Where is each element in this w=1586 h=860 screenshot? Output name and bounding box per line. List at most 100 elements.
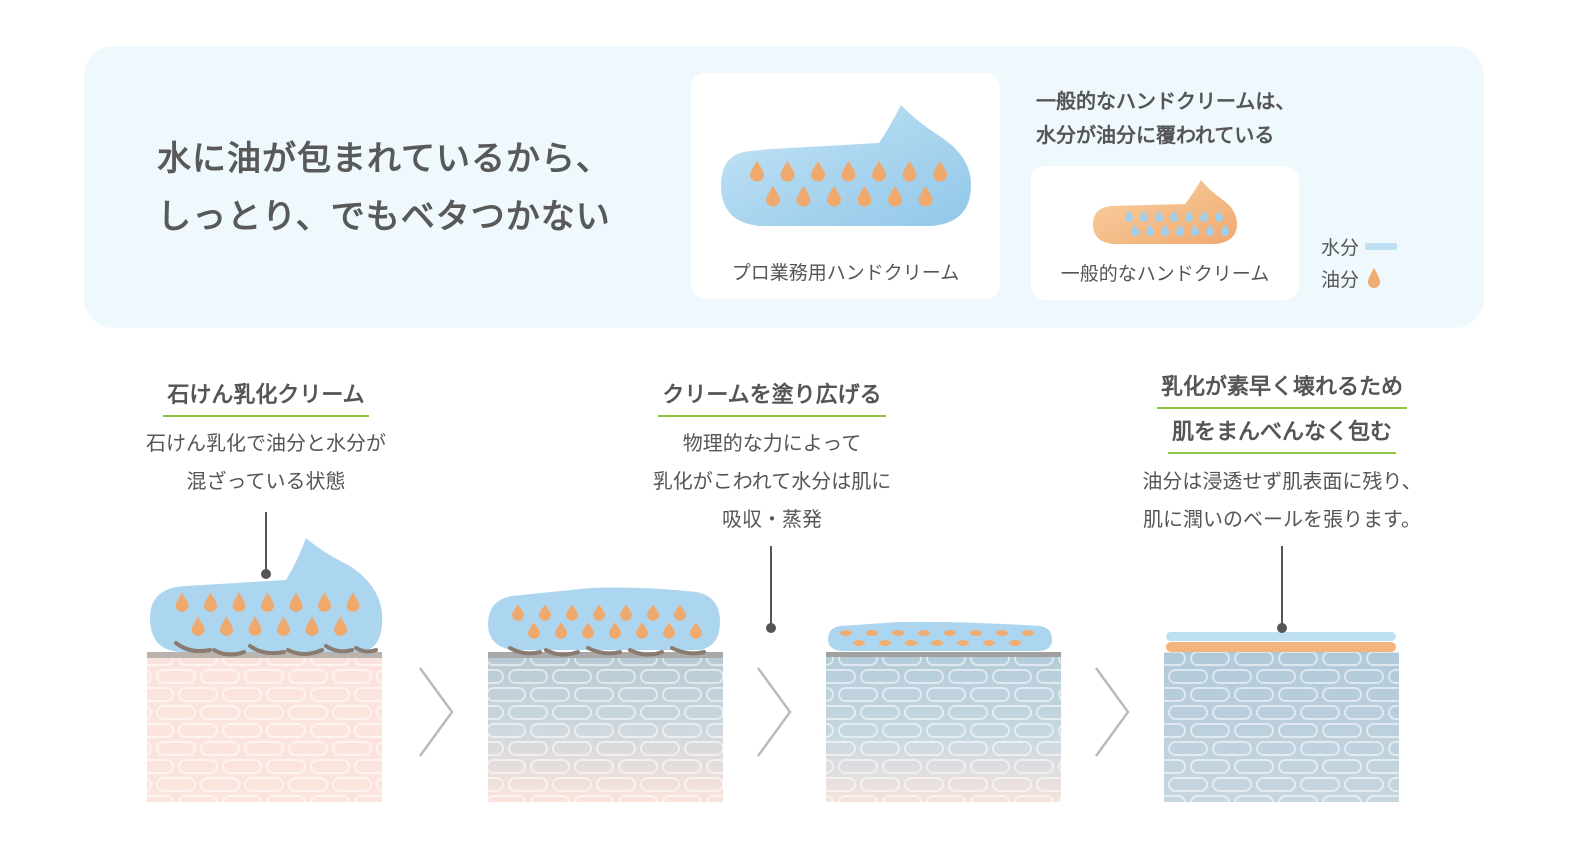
oil-drop — [970, 630, 982, 636]
water-drop — [1206, 224, 1214, 236]
general-cream-label: 一般的なハンドクリーム — [1060, 263, 1270, 285]
oil-drop — [334, 616, 347, 636]
oil-drop — [191, 616, 205, 636]
oil-drop — [528, 622, 540, 639]
general-note-line-1: 一般的なハンドクリームは、 — [1036, 89, 1296, 113]
oil-drop — [566, 604, 578, 621]
oil-drop — [918, 186, 933, 207]
oil-drop — [220, 616, 233, 636]
arrow-right-icon — [756, 667, 792, 757]
water-drop — [1200, 210, 1208, 222]
oil-drop — [318, 592, 331, 612]
oil-drop — [636, 622, 648, 639]
oil-drop — [647, 604, 659, 621]
oil-drop-icon — [1368, 268, 1381, 288]
water-swatch-icon — [1365, 242, 1398, 250]
step-2-title: クリームを塗り広げる — [622, 376, 922, 417]
oil-drop — [892, 630, 904, 636]
arrow-right-icon — [418, 667, 454, 757]
oil-drop — [555, 622, 567, 639]
soap-fibers — [174, 641, 378, 657]
step-1-illustration — [147, 512, 383, 802]
water-drop — [1191, 224, 1199, 236]
headline-line-1: 水に油が包まれているから、 — [157, 139, 611, 179]
oil-drop — [305, 616, 319, 636]
water-drop — [1185, 210, 1193, 222]
oil-drop — [204, 592, 217, 612]
oil-drop — [857, 186, 872, 207]
legend-water: 水分 — [1321, 230, 1398, 262]
water-drop — [1176, 224, 1184, 236]
step-4-illustration — [1164, 546, 1399, 802]
oil-drop — [674, 604, 686, 621]
arrow-right-icon — [1094, 667, 1130, 757]
oil-drop — [277, 616, 290, 636]
cream-blob-step-2 — [488, 587, 720, 650]
water-drop — [1170, 210, 1178, 222]
oil-drop — [766, 186, 780, 207]
legend-water-label: 水分 — [1321, 236, 1360, 259]
legend: 水分 油分 — [1321, 230, 1398, 294]
oil-drop — [1009, 640, 1021, 646]
oil-drop — [866, 630, 878, 636]
water-drop — [1125, 210, 1133, 222]
oil-drop — [289, 592, 303, 612]
oil-drop — [872, 161, 886, 182]
water-drops — [1125, 210, 1229, 236]
oil-drop — [690, 622, 702, 639]
step-2-illustration — [488, 546, 776, 802]
oil-drop — [663, 622, 675, 639]
oil-drop — [957, 640, 969, 646]
step-3-desc: 油分は浸透せず肌表面に残り、 肌に潤いのベールを張ります。 — [1142, 469, 1422, 531]
oil-drop — [902, 161, 917, 182]
general-note-line-2: 水分が油分に覆われている — [1036, 123, 1275, 147]
water-drop — [1155, 210, 1163, 222]
general-cream-illustration — [1093, 180, 1237, 244]
oil-drop — [512, 604, 524, 621]
oil-drop — [248, 616, 262, 636]
oil-drop — [620, 604, 632, 621]
oil-drop — [539, 604, 551, 621]
water-veil-layer — [1166, 632, 1396, 641]
oil-drop — [175, 592, 189, 612]
oil-drop — [888, 186, 902, 207]
oil-drop — [593, 604, 605, 621]
step-3-illustration — [826, 621, 1061, 802]
oil-drop — [811, 161, 825, 182]
water-drop — [1215, 210, 1223, 222]
oil-drop — [827, 186, 841, 207]
legend-oil: 油分 — [1321, 262, 1397, 294]
step-1-title: 石けん乳化クリーム — [116, 376, 416, 417]
oil-drop — [879, 640, 891, 646]
water-drop — [1146, 224, 1154, 236]
oil-veil-layer — [1166, 642, 1396, 652]
oil-drop — [944, 630, 956, 636]
oil-drop — [750, 161, 764, 182]
headline-line-2: しっとり、でもベタつかない — [157, 197, 611, 237]
water-drop — [1131, 224, 1139, 236]
oil-drop — [996, 630, 1008, 636]
water-drop — [1161, 224, 1169, 236]
general-cream-card: 一般的なハンドクリーム — [1031, 166, 1299, 300]
oil-drop — [261, 592, 274, 612]
oil-drop — [609, 622, 621, 639]
oil-drop — [840, 630, 852, 636]
oil-drop — [841, 161, 856, 182]
cream-blob-oil — [1093, 180, 1237, 244]
oil-drops — [750, 161, 947, 207]
pro-cream-label: プロ業務用ハンドクリーム — [731, 262, 960, 284]
pro-cream-illustration — [721, 105, 971, 226]
oil-drop — [983, 640, 995, 646]
oil-drop — [905, 640, 917, 646]
legend-oil-label: 油分 — [1321, 268, 1360, 291]
pro-cream-card: プロ業務用ハンドクリーム — [691, 73, 1000, 299]
oil-drop — [232, 592, 246, 612]
step-3-title: 乳化が素早く壊れるため 肌をまんべんなく包む — [1112, 368, 1452, 454]
step-2-desc: 物理的な力によって 乳化がこわれて水分は肌に 吸収・蒸発 — [652, 431, 892, 531]
general-cream-note: 一般的なハンドクリームは、 水分が油分に覆われている — [1036, 84, 1295, 152]
oil-drop — [931, 640, 943, 646]
oil-drop — [780, 161, 795, 182]
oil-drop — [796, 186, 811, 207]
oil-drop — [582, 622, 594, 639]
